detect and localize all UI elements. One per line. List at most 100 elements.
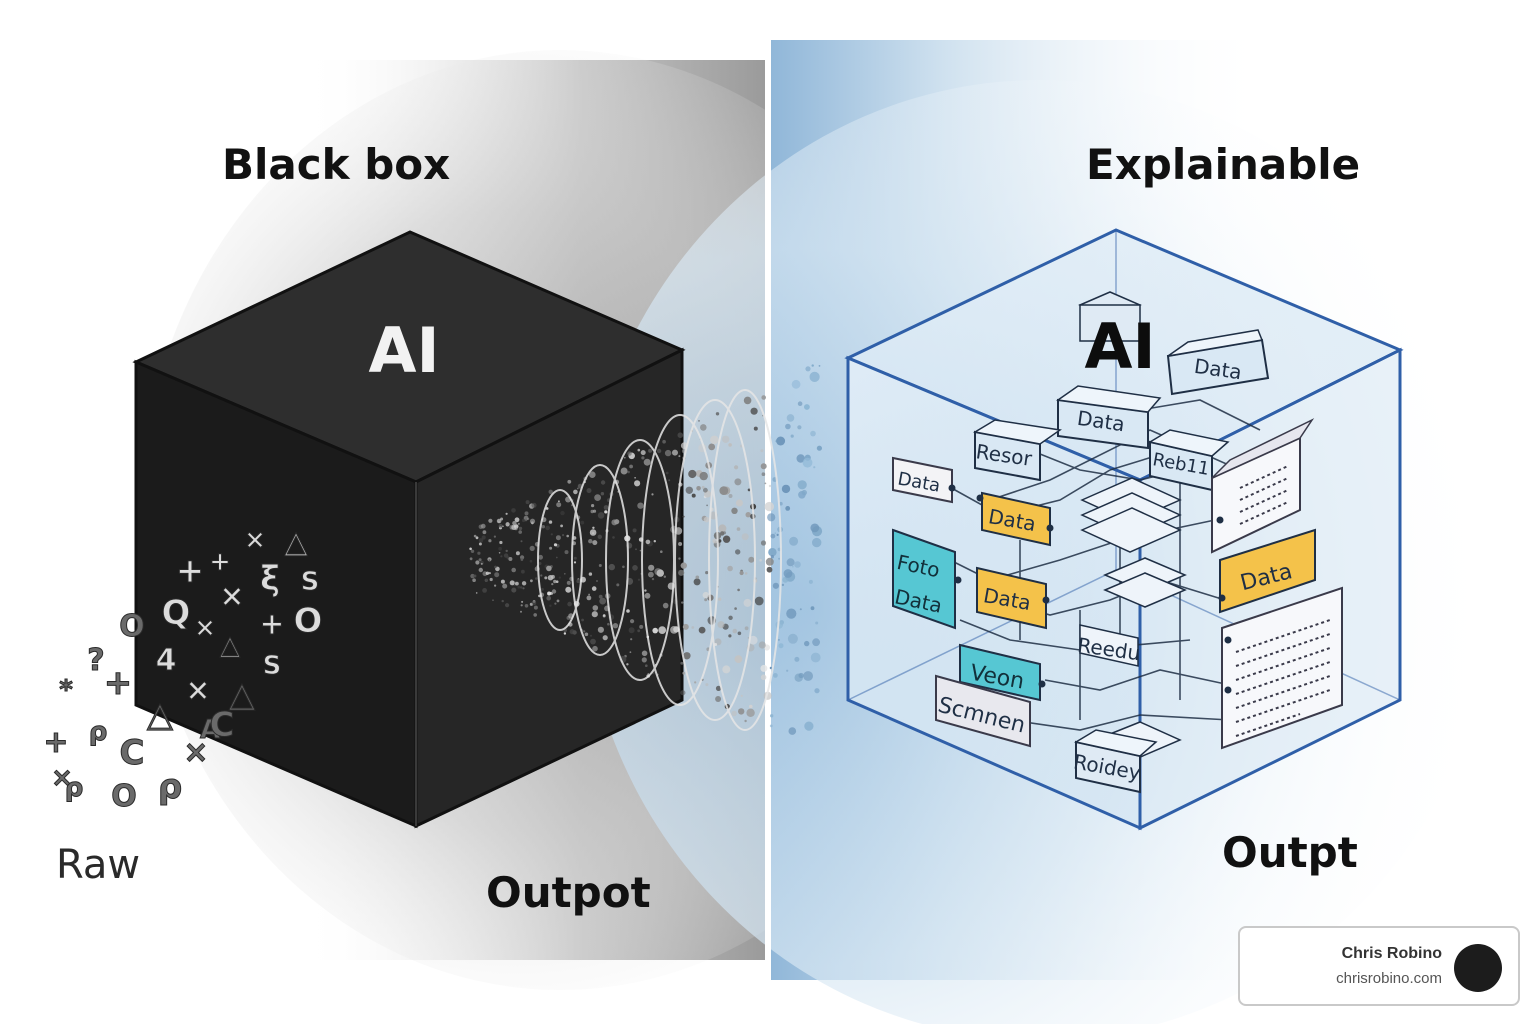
particle <box>681 601 684 604</box>
particle <box>535 577 538 580</box>
particle <box>546 595 551 601</box>
particle <box>600 480 606 485</box>
particle <box>533 613 537 617</box>
particle <box>662 602 669 609</box>
particle <box>698 626 706 634</box>
particle <box>809 371 820 382</box>
particle <box>680 690 686 696</box>
particle <box>813 466 816 469</box>
author-name: Chris Robino <box>1341 945 1442 962</box>
particle <box>718 524 727 533</box>
top-stack-box <box>1078 291 1142 342</box>
particle <box>658 626 667 634</box>
particle <box>758 641 766 649</box>
particle <box>701 485 705 489</box>
particle <box>612 536 615 539</box>
particle <box>508 557 513 561</box>
raw-symbol: △ <box>229 675 256 715</box>
particle <box>802 457 813 468</box>
raw-symbol: △ <box>147 695 174 735</box>
particle <box>520 555 525 560</box>
particle <box>505 603 510 608</box>
black-box-ai-label: AI <box>368 314 439 387</box>
raw-symbol: × <box>244 525 266 555</box>
particle <box>551 583 554 586</box>
particle <box>505 512 508 515</box>
document-panel <box>1221 586 1343 750</box>
particle <box>480 562 483 565</box>
particle <box>808 579 813 584</box>
particle <box>478 538 484 543</box>
particle <box>586 488 592 494</box>
particle <box>604 510 608 514</box>
particle <box>554 602 557 605</box>
particle <box>745 512 751 518</box>
particle <box>573 561 577 564</box>
particle <box>785 506 791 511</box>
raw-symbol: ρ <box>89 717 108 747</box>
particle <box>715 685 722 692</box>
particle <box>641 650 648 657</box>
particle <box>760 540 767 546</box>
particle <box>722 435 730 443</box>
particle <box>469 557 473 561</box>
center-stack <box>1080 477 1187 759</box>
particle <box>761 395 766 400</box>
explainable-title: Explainable <box>1086 140 1361 189</box>
particle <box>489 577 493 582</box>
particle <box>494 584 497 587</box>
module-box: Reb11 <box>1148 429 1230 492</box>
raw-symbol: + <box>43 725 68 760</box>
raw-symbol: C <box>210 705 235 745</box>
particle <box>637 629 641 633</box>
particle <box>478 567 483 573</box>
module-box-highlight: Data <box>981 491 1051 547</box>
particle <box>810 430 816 437</box>
particle <box>614 519 620 525</box>
particle <box>786 669 789 672</box>
document-panel <box>1211 418 1315 554</box>
particle <box>803 671 813 681</box>
particle <box>594 494 601 501</box>
particle <box>747 488 751 492</box>
particle <box>656 448 662 454</box>
raw-symbol: ρ <box>158 767 182 807</box>
particle <box>704 598 708 602</box>
particle <box>722 665 731 674</box>
particle <box>760 674 767 681</box>
particle <box>639 624 644 629</box>
particle <box>797 401 803 407</box>
raw-symbol: + <box>259 607 284 642</box>
particle <box>473 534 477 538</box>
particle <box>488 559 491 562</box>
particle <box>470 573 475 579</box>
particle <box>792 565 794 568</box>
particle <box>766 566 773 573</box>
particle <box>678 455 681 458</box>
particle <box>743 396 752 405</box>
particle <box>734 465 739 470</box>
particle <box>812 638 820 647</box>
module-box: Resor <box>972 419 1062 482</box>
particle <box>520 558 524 561</box>
particle <box>473 574 477 578</box>
particle <box>812 537 822 548</box>
particle <box>749 704 753 709</box>
particle <box>714 643 718 646</box>
particle <box>538 562 542 565</box>
particle <box>634 480 641 487</box>
particle <box>651 577 655 581</box>
particle <box>728 634 732 638</box>
particle <box>743 598 752 607</box>
particle <box>735 499 743 507</box>
module-box-highlight: Data <box>976 566 1047 630</box>
particle <box>581 618 584 622</box>
particle <box>517 585 521 589</box>
particle <box>520 540 523 543</box>
particle <box>623 456 626 459</box>
particle <box>648 571 654 578</box>
particle <box>660 550 663 553</box>
particle <box>599 597 607 605</box>
